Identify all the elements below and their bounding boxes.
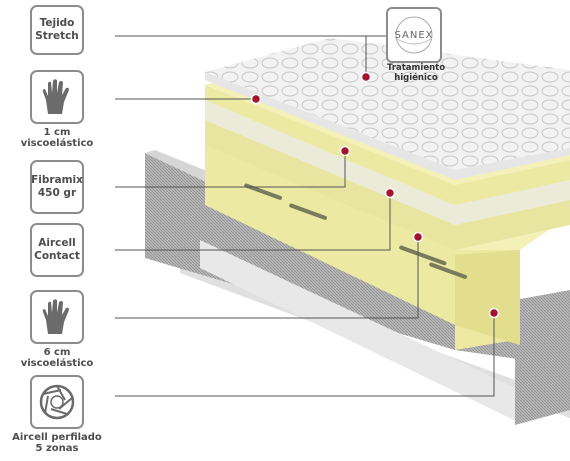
sanex-emblem — [395, 16, 433, 54]
callout-label: Aircell Contact — [34, 237, 80, 262]
callout-aircell-perfilado — [30, 375, 84, 429]
callout-label: Tejido Stretch — [35, 17, 79, 42]
callout-markers — [250, 71, 500, 319]
callout-tejido-stretch: Tejido Stretch — [30, 5, 84, 55]
aperture-icon — [39, 384, 75, 420]
sanex-logo-text: SANEX — [394, 30, 434, 41]
callout-lines — [115, 35, 495, 397]
sanex-caption: Tratamiento higiénico — [386, 63, 446, 83]
callout-viscoelastic-6cm — [30, 290, 84, 344]
callout-fibramix: Fibramix 450 gr — [30, 160, 84, 214]
callout-viscoelastic-1cm — [30, 70, 84, 124]
caption-viscoelastic-6cm: 6 cm viscoelástico — [20, 347, 94, 369]
callout-label: Fibramix 450 gr — [31, 174, 83, 199]
hand-icon — [42, 299, 69, 334]
callout-aircell-contact: Aircell Contact — [30, 223, 84, 277]
sanex-logo: SANEX — [386, 7, 442, 63]
quilted-cover — [205, 38, 570, 180]
caption-viscoelastic-1cm: 1 cm viscoelástico — [20, 127, 94, 149]
hand-icon — [42, 79, 69, 114]
caption-aircell-perfilado: Aircell perfilado 5 zonas — [12, 432, 102, 454]
